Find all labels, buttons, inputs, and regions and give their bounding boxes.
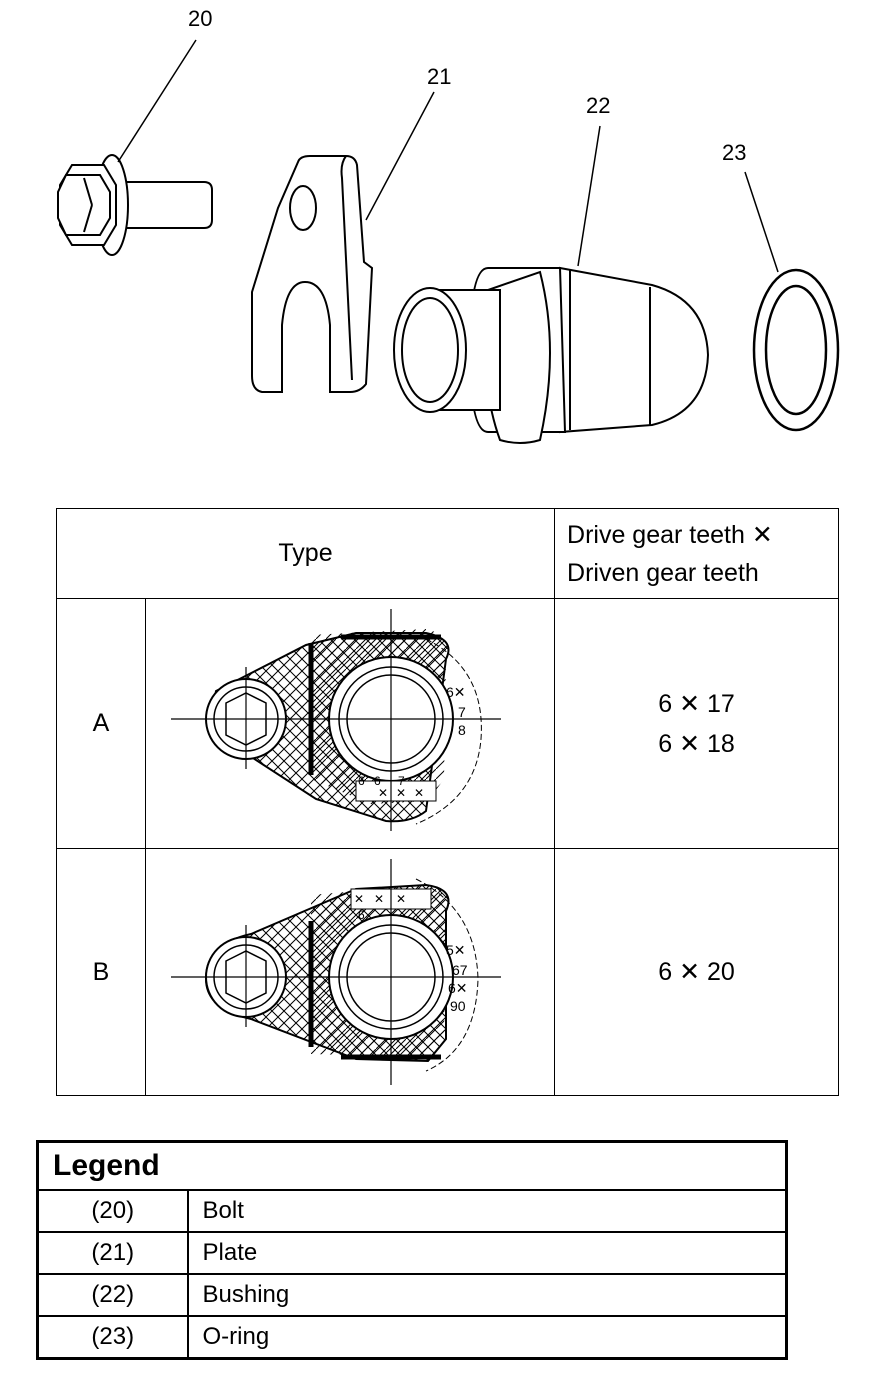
leader-line-21 bbox=[365, 91, 435, 221]
bolt-part-20 bbox=[57, 154, 213, 256]
diagram-mark: 7 bbox=[458, 704, 466, 720]
diagram-mark: ✕ bbox=[378, 786, 388, 800]
table-row: A 6✕ 7 8 6 6 bbox=[56, 598, 840, 849]
leader-line-20 bbox=[117, 39, 197, 163]
callout-20: 20 bbox=[188, 6, 213, 31]
table-header-type: Type bbox=[55, 508, 556, 599]
legend-name: O-ring bbox=[186, 1315, 788, 1360]
diagram-mark: 7 bbox=[398, 774, 405, 788]
diagram-mark: 67 bbox=[452, 962, 468, 978]
diagram-mark: ✕ bbox=[396, 892, 406, 906]
type-b-diagram-cell: 5✕ 67 6✕ 90 ✕ ✕ ✕ 6 bbox=[144, 848, 556, 1096]
diagram-mark: ✕ bbox=[396, 786, 406, 800]
type-a-diagram-cell: 6✕ 7 8 6 6 ✕ ✕ 7 ✕ bbox=[144, 598, 556, 849]
legend-table: Legend (20) Bolt (21) Plate (22) Bushing… bbox=[36, 1140, 788, 1360]
table-row: B 5✕ 67 6✕ 90 bbox=[56, 848, 840, 1096]
diagram-mark: ✕ bbox=[354, 892, 364, 906]
diagram-mark: 90 bbox=[450, 998, 466, 1014]
plate-part-21 bbox=[251, 155, 374, 393]
diagram-mark: 5✕ bbox=[446, 942, 466, 958]
type-label-a: A bbox=[56, 598, 146, 849]
ratio-a-line1: 6 ✕ 17 bbox=[658, 689, 735, 718]
leader-line-23 bbox=[744, 171, 779, 273]
bushing-part-22 bbox=[393, 266, 710, 444]
ratio-cell-a: 6 ✕ 17 6 ✕ 18 bbox=[554, 598, 840, 849]
legend-name: Bolt bbox=[186, 1189, 788, 1233]
diagram-mark: 6✕ bbox=[446, 684, 466, 700]
ratio-header-line1: Drive gear teeth ✕ bbox=[567, 520, 773, 549]
callout-22: 22 bbox=[586, 93, 611, 118]
legend-row: (20) Bolt bbox=[36, 1189, 788, 1233]
diagram-mark: 8 bbox=[458, 722, 466, 738]
ratio-b-line1: 6 ✕ 20 bbox=[658, 958, 735, 986]
callout-23: 23 bbox=[722, 140, 747, 165]
exploded-parts-illustration bbox=[57, 39, 840, 444]
legend-title: Legend bbox=[36, 1140, 788, 1191]
legend-row: (22) Bushing bbox=[36, 1273, 788, 1317]
o-ring-part-23 bbox=[752, 268, 840, 432]
diagram-mark: 6✕ bbox=[448, 980, 468, 996]
legend-row: (21) Plate bbox=[36, 1231, 788, 1275]
ratio-cell-b: 6 ✕ 20 bbox=[554, 848, 840, 1096]
legend-number: (21) bbox=[36, 1231, 189, 1275]
ratio-a-line2: 6 ✕ 18 bbox=[658, 729, 735, 758]
callout-21: 21 bbox=[427, 64, 452, 89]
legend-name: Bushing bbox=[186, 1273, 788, 1317]
diagram-mark: 6 bbox=[374, 774, 381, 788]
type-b-plate-diagram: 5✕ 67 6✕ 90 ✕ ✕ ✕ 6 bbox=[171, 859, 501, 1085]
legend-name: Plate bbox=[186, 1231, 788, 1275]
type-label-b: B bbox=[56, 848, 146, 1096]
leader-line-22 bbox=[577, 125, 601, 267]
diagram-mark: 6 bbox=[358, 908, 365, 922]
ratio-header-line2: Driven gear teeth bbox=[567, 558, 759, 587]
diagram-mark: 6 bbox=[358, 774, 365, 788]
legend-number: (22) bbox=[36, 1273, 189, 1317]
diagram-mark: ✕ bbox=[374, 892, 384, 906]
legend-number: (23) bbox=[36, 1315, 189, 1360]
gear-type-table: Type Drive gear teeth ✕ Driven gear teet… bbox=[55, 508, 840, 1096]
legend-number: (20) bbox=[36, 1189, 189, 1233]
type-a-plate-diagram: 6✕ 7 8 6 6 ✕ ✕ 7 ✕ bbox=[171, 609, 501, 831]
table-header-ratio: Drive gear teeth ✕ Driven gear teeth bbox=[554, 508, 840, 599]
diagram-mark: ✕ bbox=[414, 786, 424, 800]
legend-row: (23) O-ring bbox=[36, 1315, 788, 1360]
